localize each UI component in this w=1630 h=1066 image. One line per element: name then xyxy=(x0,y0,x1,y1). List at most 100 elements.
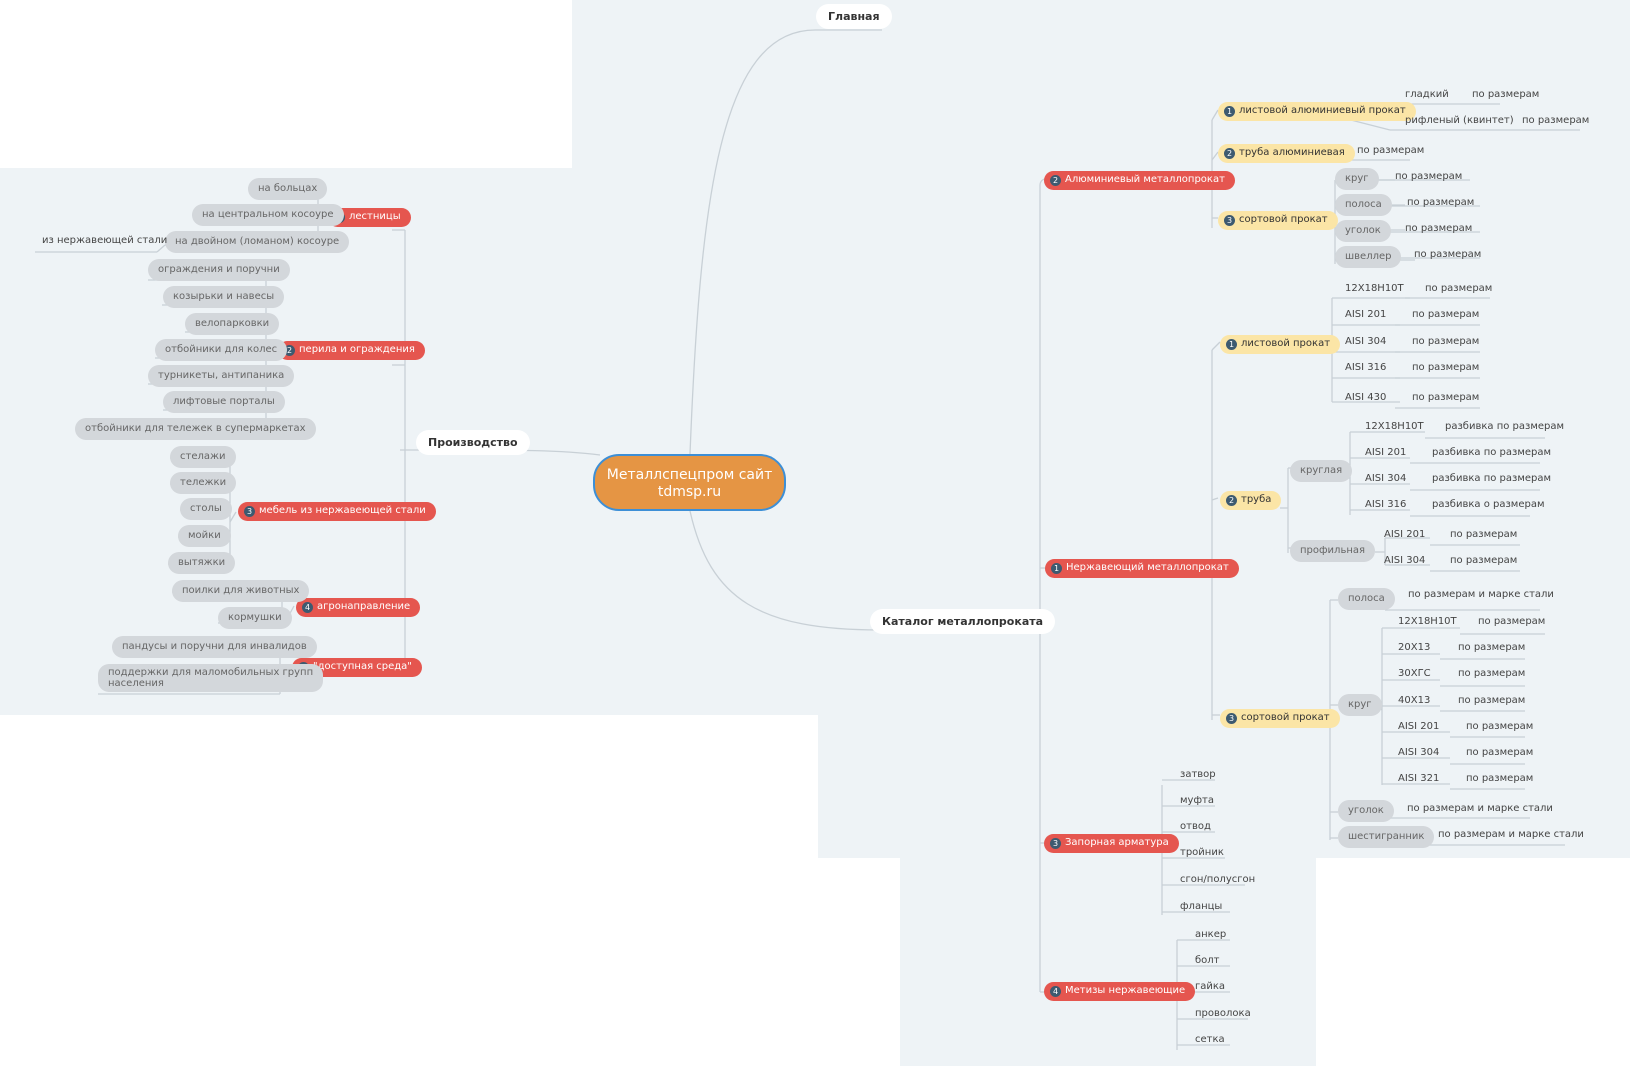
subnode[interactable]: отбойники для колес xyxy=(155,339,288,361)
leaf[interactable]: фланцы xyxy=(1180,901,1223,912)
leaf[interactable]: AISI 201 xyxy=(1398,721,1440,732)
leaf[interactable]: 20Х13 xyxy=(1398,642,1431,653)
leaf[interactable]: 40Х13 xyxy=(1398,695,1431,706)
subnode[interactable]: отбойники для тележек в супермаркетах xyxy=(75,418,316,440)
subnode[interactable]: тележки xyxy=(170,472,237,494)
leaf[interactable]: по размерам xyxy=(1412,362,1480,373)
leaf[interactable]: проволока xyxy=(1195,1008,1251,1019)
leaf[interactable]: 12Х18Н10Т xyxy=(1398,616,1457,627)
leaf[interactable]: AISI 304 xyxy=(1345,336,1387,347)
subnode[interactable]: уголок xyxy=(1335,220,1391,242)
subnode[interactable]: полоса xyxy=(1338,588,1395,610)
leaf[interactable]: гайка xyxy=(1195,981,1226,992)
leaf[interactable]: по размерам xyxy=(1450,529,1518,540)
leaf[interactable]: гладкий xyxy=(1405,89,1449,100)
leaf[interactable]: AISI 304 xyxy=(1398,747,1440,758)
leaf[interactable]: по размерам xyxy=(1425,283,1493,294)
leaf[interactable]: по размерам xyxy=(1458,642,1526,653)
leaf[interactable]: по размерам xyxy=(1450,555,1518,566)
subnode[interactable]: на двойном (ломаном) косоуре xyxy=(165,231,350,253)
leaf[interactable]: по размерам и марке стали xyxy=(1438,829,1584,840)
leaf[interactable]: из нержавеющей стали xyxy=(42,235,168,246)
leaf[interactable]: по размерам xyxy=(1412,336,1480,347)
leaf[interactable]: болт xyxy=(1195,955,1220,966)
leaf[interactable]: разбивка по размерам xyxy=(1432,473,1552,484)
leaf[interactable]: затвор xyxy=(1180,769,1216,780)
leaf[interactable]: по размерам xyxy=(1412,392,1480,403)
leaf[interactable]: AISI 201 xyxy=(1384,529,1426,540)
leaf[interactable]: анкер xyxy=(1195,929,1227,940)
central-topic[interactable]: Металлспецпром сайт tdmsp.ru xyxy=(593,454,786,511)
leaf[interactable]: по размерам xyxy=(1466,721,1534,732)
leaf[interactable]: по размерам xyxy=(1395,171,1463,182)
subnode[interactable]: шестигранник xyxy=(1338,826,1435,848)
subnode[interactable]: полоса xyxy=(1335,194,1392,216)
leaf[interactable]: AISI 316 xyxy=(1365,499,1407,510)
leaf[interactable]: по размерам xyxy=(1458,695,1526,706)
topic-proizvodstvo[interactable]: Производство xyxy=(416,430,530,455)
leaf[interactable]: разбивка по размерам xyxy=(1445,421,1565,432)
leaf[interactable]: 12Х18Н10Т xyxy=(1345,283,1404,294)
leaf[interactable]: AISI 201 xyxy=(1365,447,1407,458)
leaf[interactable]: по размерам xyxy=(1407,197,1475,208)
leaf[interactable]: по размерам xyxy=(1522,115,1590,126)
subnode[interactable]: вытяжки xyxy=(168,552,236,574)
leaf[interactable]: по размерам xyxy=(1458,668,1526,679)
subnode[interactable]: на центральном косоуре xyxy=(192,204,344,226)
topic-katalog[interactable]: Каталог металлопроката xyxy=(870,609,1056,634)
leaf[interactable]: по размерам xyxy=(1466,747,1534,758)
leaf[interactable]: рифленый (квинтет) xyxy=(1405,115,1514,126)
subnode[interactable]: стелажи xyxy=(170,446,236,468)
subnode[interactable]: круг xyxy=(1338,694,1382,716)
leaf[interactable]: по размерам xyxy=(1478,616,1546,627)
subnode[interactable]: кормушки xyxy=(218,607,292,629)
leaf[interactable]: по размерам xyxy=(1472,89,1540,100)
subnode[interactable]: поилки для животных xyxy=(172,580,310,602)
leaf[interactable]: отвод xyxy=(1180,821,1211,832)
leaf[interactable]: по размерам xyxy=(1412,309,1480,320)
leaf[interactable]: 30ХГС xyxy=(1398,668,1431,679)
subnode[interactable]: профильная xyxy=(1290,540,1376,562)
subnode[interactable]: столы xyxy=(180,498,232,520)
leaf[interactable]: разбивка по размерам xyxy=(1432,447,1552,458)
leaf[interactable]: AISI 430 xyxy=(1345,392,1387,403)
subnode[interactable]: уголок xyxy=(1338,800,1394,822)
topic-glavnaya[interactable]: Главная xyxy=(816,4,892,29)
leaf[interactable]: муфта xyxy=(1180,795,1214,806)
subnode[interactable]: велопарковки xyxy=(185,313,280,335)
leaf[interactable]: AISI 321 xyxy=(1398,773,1440,784)
subnode[interactable]: козырьки и навесы xyxy=(163,286,285,308)
leaf[interactable]: AISI 316 xyxy=(1345,362,1387,373)
leaf[interactable]: AISI 304 xyxy=(1384,555,1426,566)
subnode[interactable]: ограждения и поручни xyxy=(148,259,290,281)
leaf[interactable]: 12Х18Н10Т xyxy=(1365,421,1424,432)
leaf[interactable]: сетка xyxy=(1195,1034,1225,1045)
subnode[interactable]: на больцах xyxy=(248,178,328,200)
leaf[interactable]: AISI 201 xyxy=(1345,309,1387,320)
leaf[interactable]: по размерам xyxy=(1405,223,1473,234)
leaf[interactable]: тройник xyxy=(1180,847,1224,858)
subnode[interactable]: пандусы и поручни для инвалидов xyxy=(112,636,317,658)
subnode[interactable]: круглая xyxy=(1290,460,1353,482)
subnode[interactable]: лифтовые порталы xyxy=(163,391,285,413)
leaf[interactable]: по размерам xyxy=(1466,773,1534,784)
subnode[interactable]: турникеты, антипаника xyxy=(148,365,295,387)
leaf[interactable]: по размерам и марке стали xyxy=(1407,803,1553,814)
subnode[interactable]: круг xyxy=(1335,168,1379,190)
leaf[interactable]: сгон/полусгон xyxy=(1180,874,1256,885)
leaf[interactable]: по размерам xyxy=(1357,145,1425,156)
subnode[interactable]: поддержки для маломобильных групп населе… xyxy=(98,664,324,692)
